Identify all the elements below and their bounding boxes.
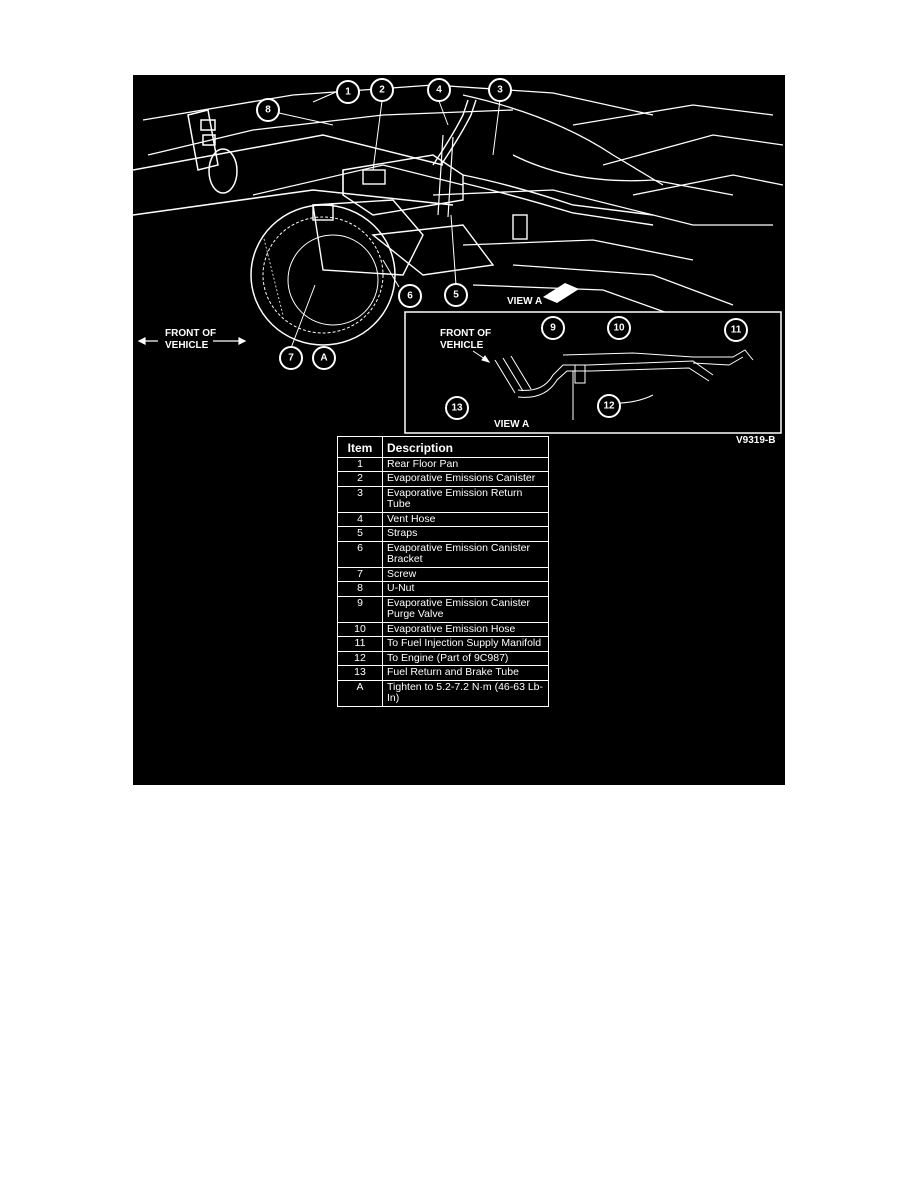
front-of-vehicle-label-1: FRONT OF: [165, 328, 216, 339]
legend-description: Screw: [382, 566, 549, 582]
svg-text:7: 7: [288, 353, 294, 364]
callout-8: 8: [256, 98, 280, 122]
svg-text:8: 8: [265, 105, 271, 116]
legend-description: Straps: [382, 526, 549, 542]
legend-description: Fuel Return and Brake Tube: [382, 665, 549, 681]
legend-item: 3: [337, 485, 383, 513]
legend-description: Evaporative Emission Canister Purge Valv…: [382, 595, 549, 623]
legend-description: Tighten to 5.2-7.2 N·m (46-63 Lb-In): [382, 679, 549, 707]
view-a-arrow-label: VIEW A: [507, 296, 542, 307]
svg-text:4: 4: [436, 85, 442, 96]
evap-canister-diagram: FRONT OF VEHICLE VIEW A FRONT OF VEHICLE…: [133, 75, 785, 785]
legend-item: 8: [337, 581, 383, 597]
callout-13: 13: [445, 396, 469, 420]
legend-item: 12: [337, 650, 383, 666]
legend-item: 9: [337, 595, 383, 623]
legend-item: 7: [337, 566, 383, 582]
legend-description: Rear Floor Pan: [382, 456, 549, 472]
svg-text:6: 6: [407, 291, 413, 302]
legend-description: To Engine (Part of 9C987): [382, 650, 549, 666]
legend-item: 10: [337, 621, 383, 637]
legend-item: 4: [337, 511, 383, 527]
svg-text:12: 12: [603, 401, 615, 412]
callout-3: 3: [488, 78, 512, 102]
inset-front-of-vehicle-label-2: VEHICLE: [440, 340, 484, 351]
canister-assembly: [312, 99, 654, 276]
callout-11: 11: [724, 318, 748, 342]
callout-6: 6: [398, 284, 422, 308]
callout-2: 2: [370, 78, 394, 102]
svg-text:9: 9: [550, 323, 556, 334]
svg-text:13: 13: [451, 403, 463, 414]
inset-front-of-vehicle-label-1: FRONT OF: [440, 328, 491, 339]
straps: [437, 134, 454, 218]
callout-1: 1: [336, 80, 360, 104]
legend-item: 6: [337, 540, 383, 568]
svg-text:2: 2: [379, 85, 385, 96]
underbody-linework: [142, 84, 784, 316]
rear-tire: [250, 204, 396, 346]
callout-a: A: [312, 346, 336, 370]
callout-10: 10: [607, 316, 631, 340]
legend-description: Evaporative Emission Return Tube: [382, 485, 549, 513]
diagram-artwork: FRONT OF VEHICLE VIEW A FRONT OF VEHICLE…: [133, 78, 784, 446]
legend-description: Evaporative Emission Hose: [382, 621, 549, 637]
legend-item: 1: [337, 456, 383, 472]
legend-description: Evaporative Emissions Canister: [382, 471, 549, 487]
legend-item: 5: [337, 526, 383, 542]
legend-header-description: Description: [382, 436, 549, 458]
legend-description: Evaporative Emission Canister Bracket: [382, 540, 549, 568]
svg-text:10: 10: [613, 323, 625, 334]
legend-description: To Fuel Injection Supply Manifold: [382, 636, 549, 652]
svg-text:11: 11: [731, 325, 742, 336]
svg-text:A: A: [320, 353, 327, 364]
legend-header-row: Item Description: [337, 436, 549, 458]
callout-5: 5: [444, 283, 468, 307]
exhaust-pipe: [133, 109, 454, 216]
legend-description: U-Nut: [382, 581, 549, 597]
svg-text:5: 5: [453, 290, 459, 301]
inset-view-a-label: VIEW A: [494, 419, 529, 430]
front-of-vehicle-label-2: VEHICLE: [165, 340, 209, 351]
legend-item: 11: [337, 636, 383, 652]
callout-7: 7: [279, 346, 303, 370]
front-of-vehicle-arrow: [137, 337, 247, 345]
legend-item: A: [337, 679, 383, 707]
figure-code: V9319-B: [736, 435, 775, 446]
legend-description: Vent Hose: [382, 511, 549, 527]
callout-4: 4: [427, 78, 451, 102]
legend-item: 2: [337, 471, 383, 487]
callout-9: 9: [541, 316, 565, 340]
legend-item: 13: [337, 665, 383, 681]
svg-text:1: 1: [345, 87, 351, 98]
legend-header-item: Item: [337, 436, 383, 458]
svg-text:3: 3: [497, 85, 503, 96]
view-a-arrow-icon: [543, 283, 579, 303]
callout-12: 12: [597, 394, 621, 418]
